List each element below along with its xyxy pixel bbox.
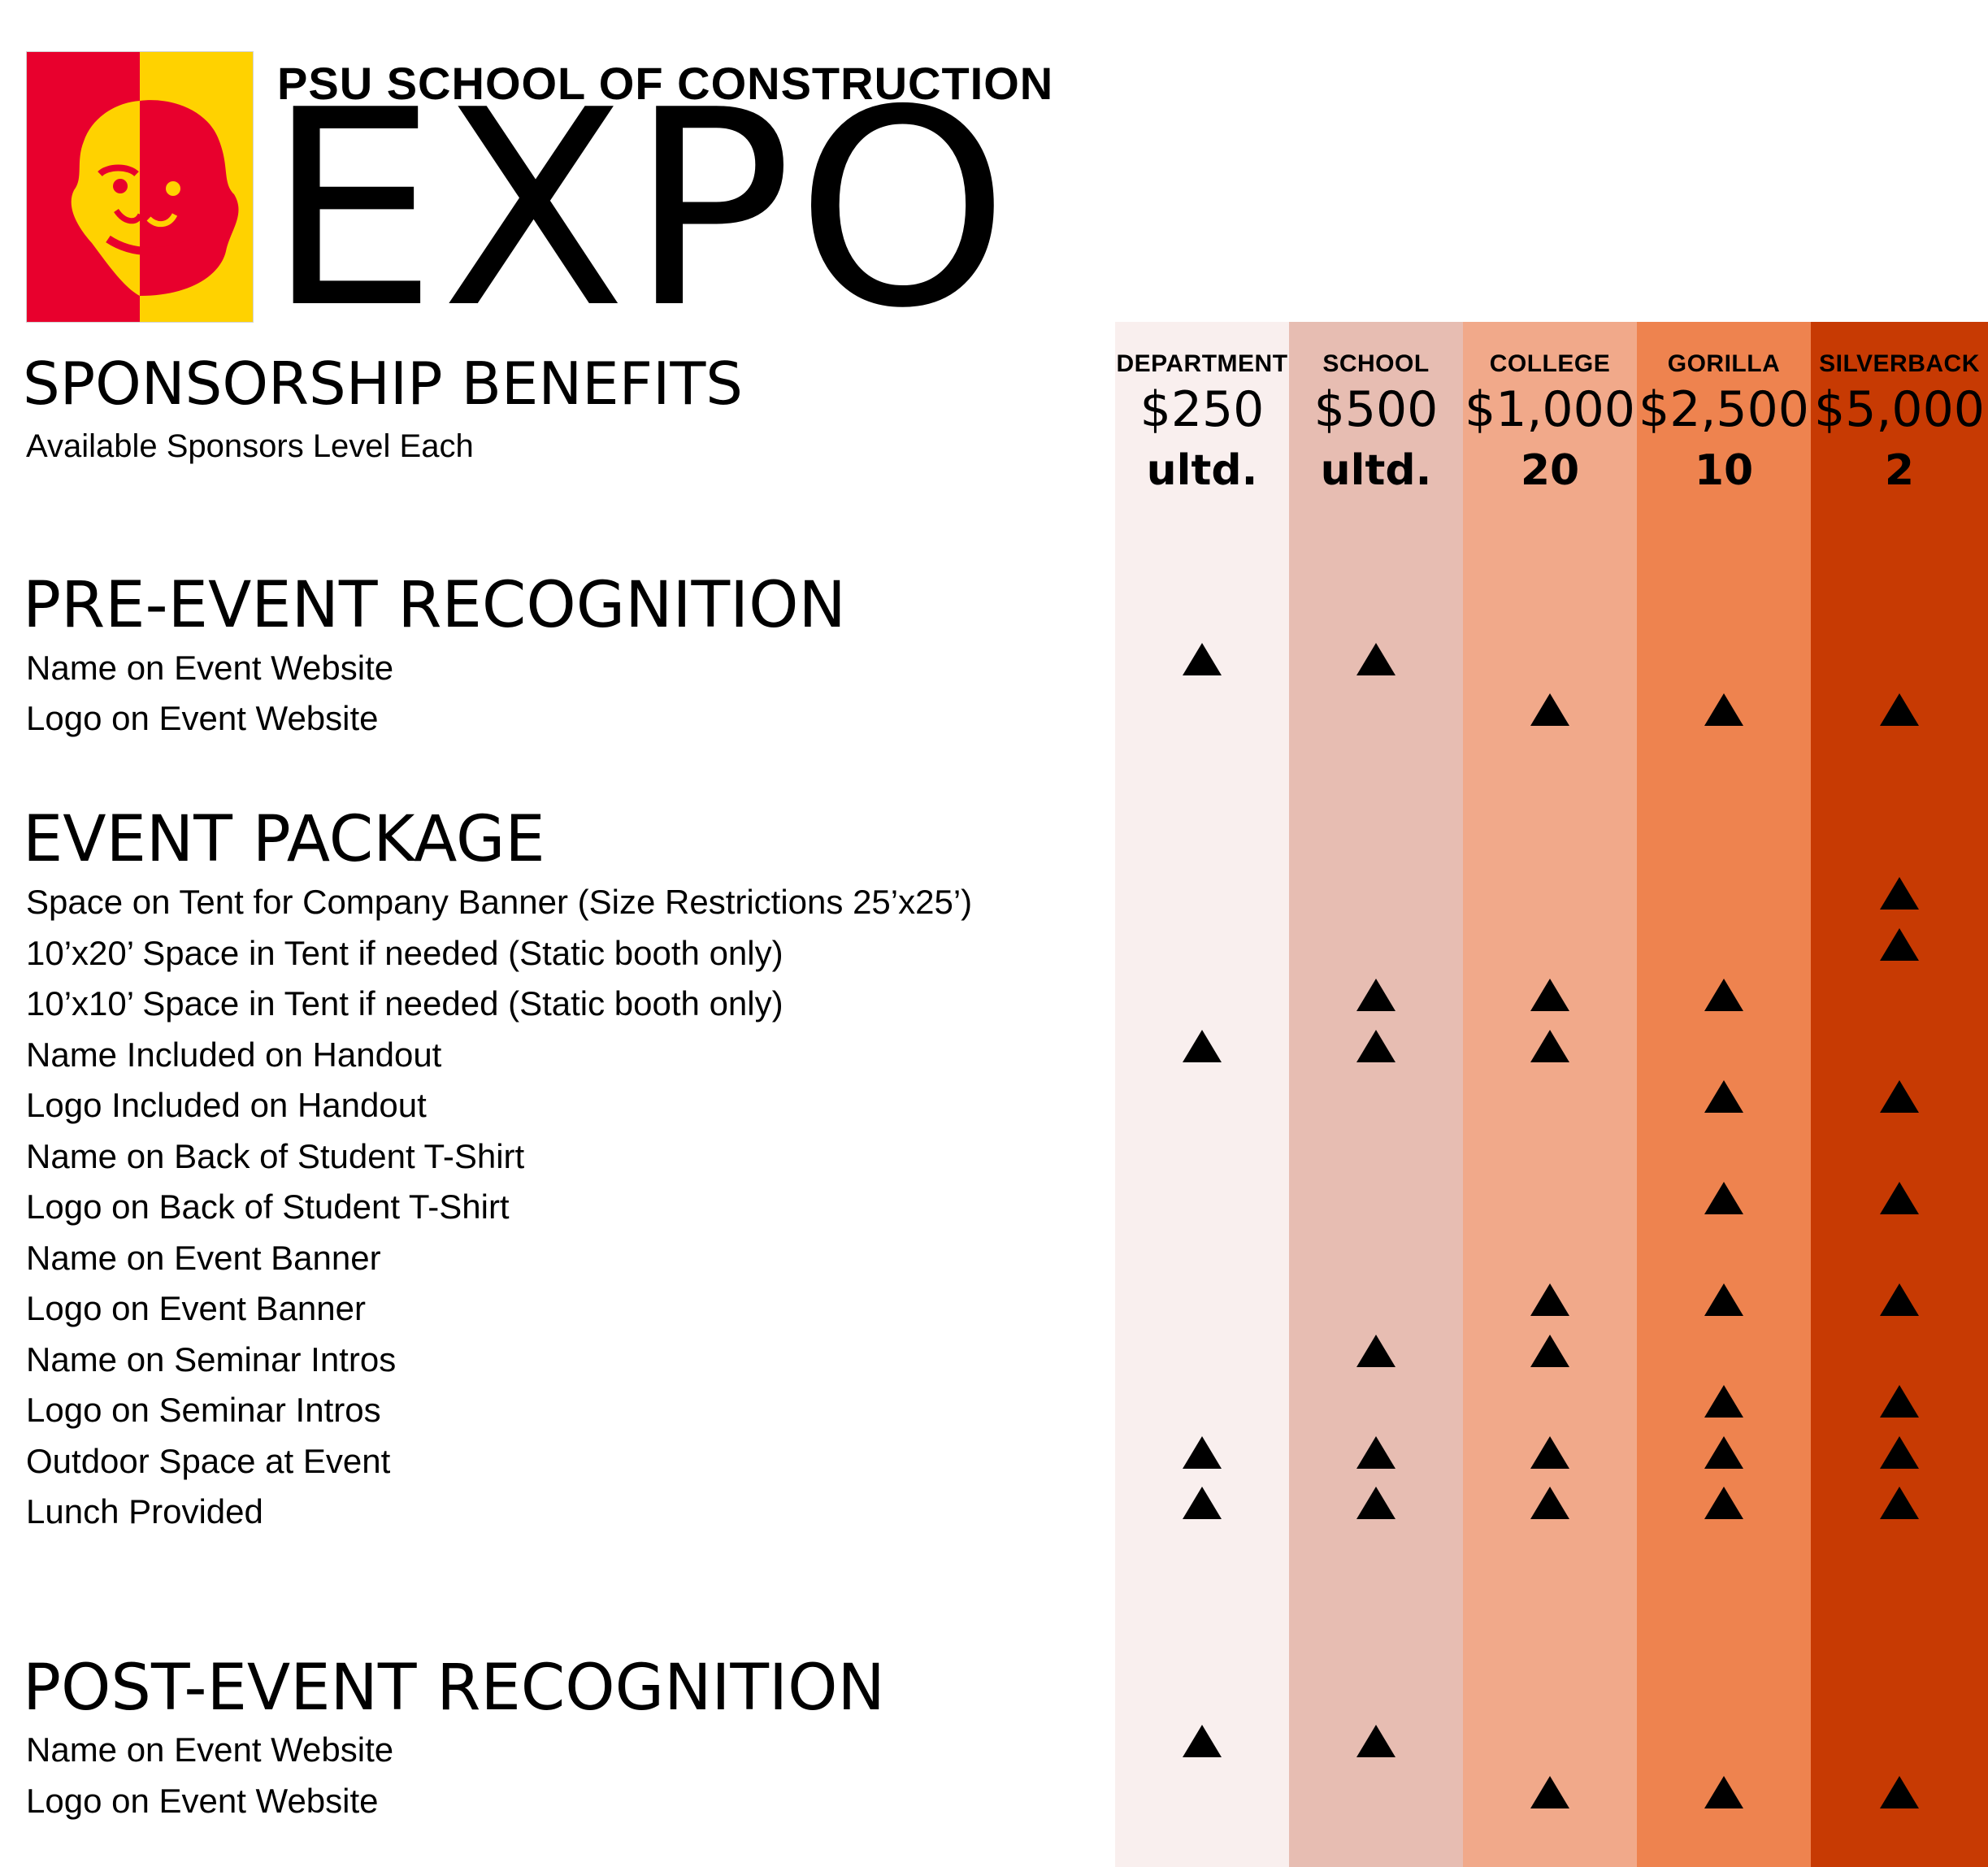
tier-name: SILVERBACK <box>1819 350 1980 377</box>
triangle-icon <box>1183 1725 1222 1757</box>
section-title-post-event: POST-EVENT RECOGNITION <box>23 1652 885 1725</box>
triangle-icon <box>1704 693 1743 726</box>
triangle-icon <box>1356 1436 1396 1469</box>
triangle-icon <box>1530 1436 1569 1469</box>
tier-column-department <box>1115 322 1289 1867</box>
tier-header-gorilla: GORILLA $2,500 10 <box>1637 350 1811 501</box>
triangle-icon <box>1704 1436 1743 1469</box>
triangle-icon <box>1530 1776 1569 1808</box>
triangle-icon <box>1880 928 1919 961</box>
triangle-icon <box>1356 1335 1396 1367</box>
tier-column-school <box>1289 322 1463 1867</box>
triangle-icon <box>1356 643 1396 675</box>
triangle-icon <box>1880 1080 1919 1113</box>
triangle-icon <box>1530 1335 1569 1367</box>
benefit-label: Name on Event Banner <box>26 1239 381 1277</box>
benefit-label: Logo on Event Banner <box>26 1289 366 1327</box>
triangle-icon <box>1530 1030 1569 1062</box>
tier-price: $2,500 <box>1639 381 1809 438</box>
benefit-label: 10’x10’ Space in Tent if needed (Static … <box>26 984 783 1023</box>
tier-available: 20 <box>1520 446 1580 495</box>
benefit-label: Logo on Seminar Intros <box>26 1391 381 1429</box>
triangle-icon <box>1880 1487 1919 1519</box>
tier-header-silverback: SILVERBACK $5,000 2 <box>1811 350 1988 501</box>
tier-name: DEPARTMENT <box>1116 350 1288 377</box>
tier-available: 2 <box>1884 446 1915 495</box>
triangle-icon <box>1704 1385 1743 1418</box>
tier-name: SCHOOL <box>1322 350 1430 377</box>
benefit-label: Name on Event Website <box>26 1730 394 1769</box>
triangle-icon <box>1530 979 1569 1011</box>
benefit-label: Logo Included on Handout <box>26 1086 427 1124</box>
tier-price: $250 <box>1139 381 1265 438</box>
triangle-icon <box>1880 1283 1919 1316</box>
tier-price: $5,000 <box>1814 381 1985 438</box>
benefit-label: Outdoor Space at Event <box>26 1442 391 1480</box>
tier-available: 10 <box>1694 446 1754 495</box>
benefit-label: Logo on Event Website <box>26 1782 379 1820</box>
triangle-icon <box>1880 693 1919 726</box>
benefit-label: Name on Event Website <box>26 649 394 687</box>
benefit-label: 10’x20’ Space in Tent if needed (Static … <box>26 934 783 972</box>
triangle-icon <box>1704 1776 1743 1808</box>
tier-header-school: SCHOOL $500 ultd. <box>1289 350 1463 501</box>
triangle-icon <box>1183 1030 1222 1062</box>
benefit-label: Name on Back of Student T-Shirt <box>26 1137 525 1175</box>
section-title-pre-event: PRE-EVENT RECOGNITION <box>23 569 846 642</box>
triangle-icon <box>1704 979 1743 1011</box>
triangle-icon <box>1183 1436 1222 1469</box>
gorilla-mascot-icon <box>26 51 254 323</box>
triangle-icon <box>1183 643 1222 675</box>
triangle-icon <box>1356 979 1396 1011</box>
triangle-icon <box>1704 1487 1743 1519</box>
page-title: EXPO <box>267 52 1013 367</box>
benefit-label: Name Included on Handout <box>26 1036 442 1074</box>
triangle-icon <box>1704 1182 1743 1214</box>
triangle-icon <box>1880 1776 1919 1808</box>
tier-name: GORILLA <box>1667 350 1781 377</box>
triangle-icon <box>1704 1080 1743 1113</box>
triangle-icon <box>1183 1487 1222 1519</box>
tier-available: ultd. <box>1320 446 1432 495</box>
triangle-icon <box>1356 1487 1396 1519</box>
triangle-icon <box>1530 1487 1569 1519</box>
triangle-icon <box>1356 1725 1396 1757</box>
benefit-label: Logo on Event Website <box>26 699 379 737</box>
tier-header-department: DEPARTMENT $250 ultd. <box>1115 350 1289 501</box>
triangle-icon <box>1356 1030 1396 1062</box>
triangle-icon <box>1880 1385 1919 1418</box>
benefit-label: Logo on Back of Student T-Shirt <box>26 1187 510 1226</box>
triangle-icon <box>1880 1182 1919 1214</box>
tier-column-college <box>1463 322 1637 1867</box>
benefit-label: Lunch Provided <box>26 1492 263 1531</box>
triangle-icon <box>1704 1283 1743 1316</box>
tier-price: $1,000 <box>1465 381 1635 438</box>
available-label: Available Sponsors Level Each <box>26 428 474 464</box>
tier-price: $500 <box>1313 381 1439 438</box>
tier-header-college: COLLEGE $1,000 20 <box>1463 350 1637 501</box>
triangle-icon <box>1880 1436 1919 1469</box>
section-title-event-package: EVENT PACKAGE <box>23 803 545 876</box>
triangle-icon <box>1880 877 1919 910</box>
tier-available: ultd. <box>1146 446 1258 495</box>
benefit-label: Space on Tent for Company Banner (Size R… <box>26 883 973 921</box>
benefit-label: Name on Seminar Intros <box>26 1340 397 1379</box>
triangle-icon <box>1530 1283 1569 1316</box>
triangle-icon <box>1530 693 1569 726</box>
tier-name: COLLEGE <box>1489 350 1611 377</box>
benefits-heading: SPONSORSHIP BENEFITS <box>23 350 744 418</box>
event-subtitle: PSU SCHOOL OF CONSTRUCTION <box>277 58 1054 109</box>
